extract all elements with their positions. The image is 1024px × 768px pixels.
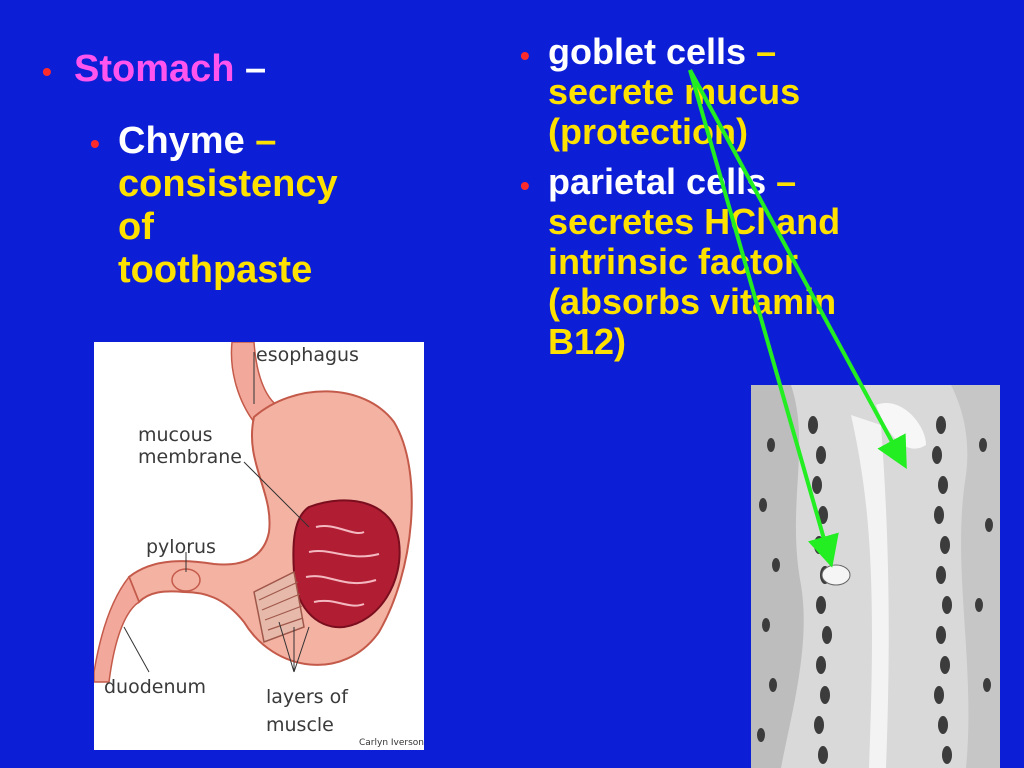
gastric-micrograph [751,385,1000,768]
label-esophagus: esophagus [256,344,359,366]
micrograph-illustration [751,385,1000,768]
chyme-desc-line-1: consistency [118,163,338,205]
stomach-dash: – [234,48,267,90]
goblet-term: goblet cells [548,31,747,72]
label-mucous-1: mucous [138,424,213,446]
chyme-dash: – [244,120,277,162]
parietal-dash: – [766,161,797,202]
bullet-dot: • [520,170,530,201]
parietal-desc-line-2: intrinsic factor [548,241,799,282]
bullet-dot: • [90,128,100,159]
bullet-chyme: • Chyme – consistency of toothpaste [90,120,338,292]
bullet-stomach: • Stomach – [42,48,266,91]
chyme-term: Chyme [118,120,245,162]
bullet-dot: • [42,56,52,87]
label-duodenum: duodenum [104,676,207,698]
parietal-desc-line-3: (absorbs vitamin [548,281,837,322]
label-pylorus: pylorus [146,536,216,558]
chyme-desc-line-2: of [118,206,154,248]
label-mucous-2: membrane [138,446,242,468]
parietal-term: parietal cells [548,161,767,202]
goblet-dash: – [746,31,777,72]
stomach-diagram: esophagus mucous membrane pylorus duoden… [93,341,425,750]
parietal-desc-line-4: B12) [548,321,627,362]
stomach-term: Stomach [74,48,235,90]
image-credit: Carlyn Iverson [359,738,425,748]
parietal-desc-line-1: secretes HCl and [548,201,841,242]
label-layers-2: muscle [266,714,334,736]
label-layers-1: layers of [266,686,348,708]
cell-list: • goblet cells – secrete mucus (protecti… [520,32,1020,372]
bullet-parietal-cells: • parietal cells – secretes HCl and intr… [520,162,1020,362]
bullet-dot: • [520,40,530,71]
chyme-desc-line-3: toothpaste [118,249,313,291]
bullet-goblet-cells: • goblet cells – secrete mucus (protecti… [520,32,1020,152]
goblet-desc-line-1: secrete mucus [548,71,801,112]
goblet-desc-line-2: (protection) [548,111,748,152]
stomach-illustration [93,341,413,683]
